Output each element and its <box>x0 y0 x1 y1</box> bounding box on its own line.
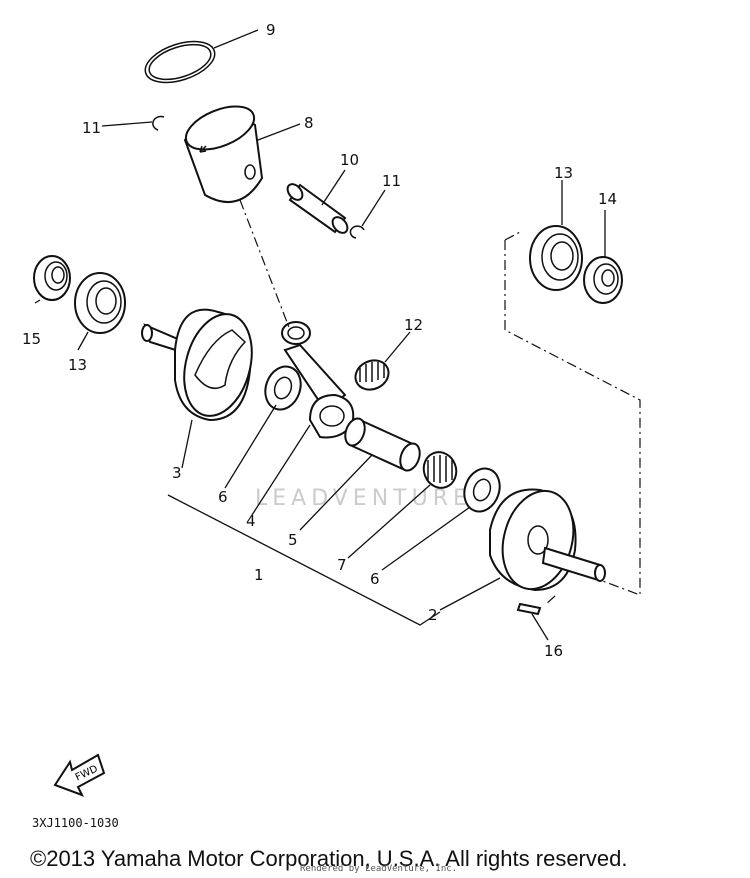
oil-seal-left <box>33 255 71 301</box>
thrust-washer-left <box>264 365 302 411</box>
label-9: 9 <box>266 21 276 39</box>
label-3: 3 <box>172 464 182 482</box>
piston-pin-clip-left <box>152 115 165 131</box>
rendered-by: Rendered by LeadVenture, Inc. <box>300 864 458 874</box>
label-7: 7 <box>337 556 347 574</box>
label-13-left: 13 <box>68 356 87 374</box>
label-13-right: 13 <box>554 164 573 182</box>
label-8: 8 <box>304 114 314 132</box>
bearing-right <box>529 225 583 291</box>
piston-ring <box>144 40 216 84</box>
label-6-right: 6 <box>370 570 380 588</box>
label-12: 12 <box>404 316 423 334</box>
crank-half-right <box>489 488 606 592</box>
copyright: ©2013 Yamaha Motor Corporation, U.S.A. A… <box>30 846 628 871</box>
watermark: LEADVENTURE <box>255 486 472 511</box>
small-end-bearing <box>354 359 390 391</box>
crank-pin <box>344 417 421 472</box>
thrust-washer-right <box>463 467 501 513</box>
label-1: 1 <box>254 566 264 584</box>
piston-pin <box>286 183 349 234</box>
label-2: 2 <box>428 606 438 624</box>
label-11-left: 11 <box>82 119 101 137</box>
label-4: 4 <box>246 512 256 530</box>
diagram-code: 3XJ1100-1030 <box>32 816 119 830</box>
woodruff-key <box>516 602 542 616</box>
connecting-rod <box>281 321 355 439</box>
label-16: 16 <box>544 642 563 660</box>
piston <box>183 105 264 203</box>
fwd-arrow-icon: FWD <box>53 753 106 797</box>
piston-pin-clip-right <box>349 225 365 239</box>
label-14: 14 <box>598 190 617 208</box>
oil-seal-right <box>583 256 623 304</box>
crank-half-left <box>141 308 253 422</box>
big-end-bearing <box>422 451 458 489</box>
label-11-right: 11 <box>382 172 401 190</box>
label-15: 15 <box>22 330 41 348</box>
label-5: 5 <box>288 531 298 549</box>
bearing-left <box>74 272 126 334</box>
label-10: 10 <box>340 151 359 169</box>
label-6-left: 6 <box>218 488 228 506</box>
